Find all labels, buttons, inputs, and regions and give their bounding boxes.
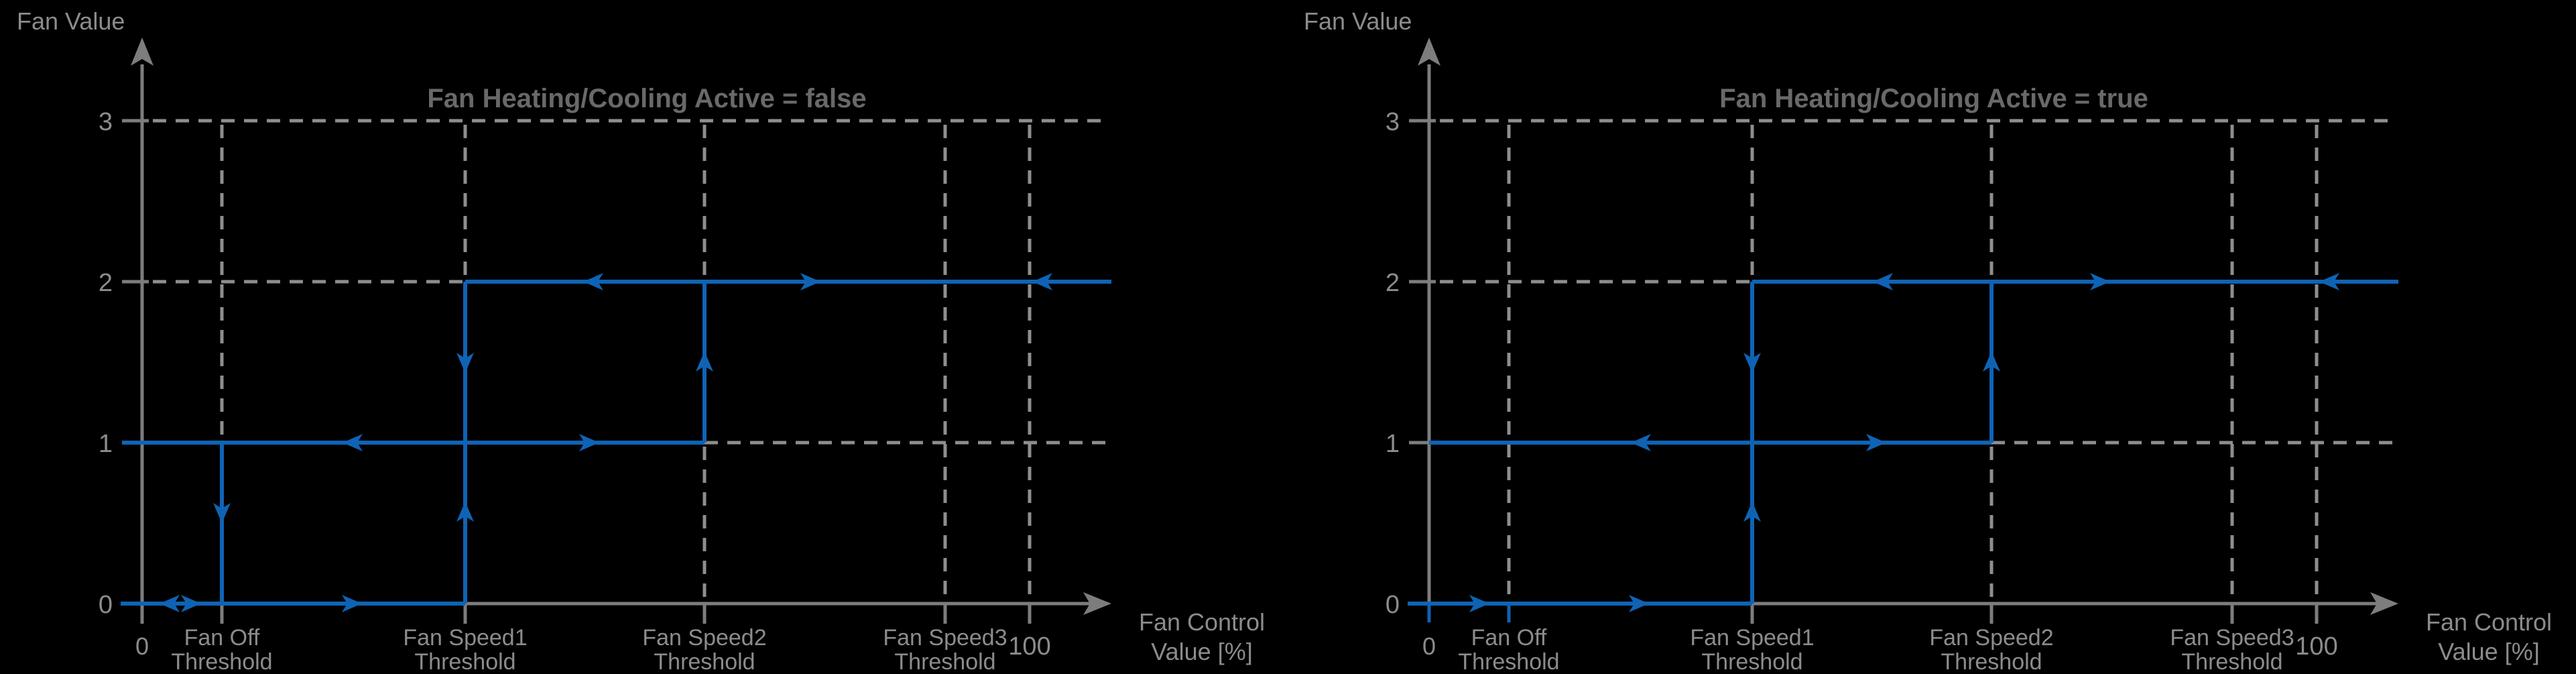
x-label-speed3-line2: Threshold xyxy=(894,649,995,674)
speed2-arrow-up xyxy=(1983,351,2000,372)
fan2-arrow-left-b xyxy=(2319,273,2339,290)
fan0-arrow-right-a xyxy=(1469,595,1489,612)
speed1-arrow-down xyxy=(1743,353,1761,373)
fan1-arrow-left xyxy=(1631,434,1651,451)
y-axis-title: Fan Value xyxy=(1304,7,1412,35)
x-label-speed2-line2: Threshold xyxy=(1941,649,2042,674)
y-axis-title: Fan Value xyxy=(17,7,125,35)
x-label-speed1-line1: Fan Speed1 xyxy=(1690,625,1814,651)
x-label-fan-off-line1: Fan Off xyxy=(184,625,260,651)
x-label-fan-off-line2: Threshold xyxy=(171,649,272,674)
x-axis-arrowhead xyxy=(2370,592,2398,615)
fan1-arrow-right xyxy=(579,434,599,451)
x-label-speed3-line1: Fan Speed3 xyxy=(2170,625,2294,651)
fan0-arrow-right-a xyxy=(181,595,201,612)
chart-title: Fan Heating/Cooling Active = true xyxy=(1719,84,2148,113)
x-tick-label-100: 100 xyxy=(1008,632,1050,661)
y-tick-label-2: 2 xyxy=(99,269,113,297)
x-label-speed1-line2: Threshold xyxy=(1701,649,1802,674)
fan-off-arrow-down xyxy=(213,503,231,523)
fan2-arrow-right xyxy=(2090,273,2110,290)
fan2-arrow-right xyxy=(800,273,820,290)
x-tick-label-0: 0 xyxy=(1422,632,1436,660)
speed1-arrow-up xyxy=(456,502,474,522)
x-label-speed2-line1: Fan Speed2 xyxy=(1929,625,2053,651)
speed1-arrow-up xyxy=(1743,502,1761,522)
x-tick-label-0: 0 xyxy=(135,632,149,660)
fan2-arrow-left-a xyxy=(1873,273,1893,290)
y-axis-arrowhead xyxy=(131,38,154,66)
x-label-fan-off-line1: Fan Off xyxy=(1471,625,1547,651)
x-tick-label-100: 100 xyxy=(2295,632,2337,661)
chart-title: Fan Heating/Cooling Active = false xyxy=(427,84,866,113)
x-label-speed2-line1: Fan Speed2 xyxy=(642,625,766,651)
x-axis-title-line1: Fan Control xyxy=(1139,608,1265,636)
y-axis-arrowhead xyxy=(1418,38,1440,66)
fan2-arrow-left-a xyxy=(583,273,603,290)
x-label-speed1-line1: Fan Speed1 xyxy=(403,625,527,651)
fan0-arrow-right-b xyxy=(342,595,362,612)
fan2-arrow-left-b xyxy=(1032,273,1052,290)
fan0-arrow-left xyxy=(160,595,180,612)
fan0-arrow-right-b xyxy=(1629,595,1649,612)
y-tick-label-3: 3 xyxy=(99,108,113,136)
x-label-speed1-line2: Threshold xyxy=(414,649,515,674)
x-label-speed2-line2: Threshold xyxy=(654,649,755,674)
x-axis-arrowhead xyxy=(1083,592,1111,615)
fan1-arrow-right xyxy=(1866,434,1886,451)
x-label-speed3-line1: Fan Speed3 xyxy=(883,625,1007,651)
y-tick-label-2: 2 xyxy=(1386,269,1400,297)
y-tick-label-0: 0 xyxy=(1386,591,1400,619)
x-axis-title-line1: Fan Control xyxy=(2426,608,2552,636)
y-tick-label-0: 0 xyxy=(99,591,113,619)
fan1-arrow-left xyxy=(343,434,363,451)
x-axis-title-line2: Value [%] xyxy=(1151,638,1252,665)
x-label-fan-off-line2: Threshold xyxy=(1458,649,1559,674)
x-axis-title-line2: Value [%] xyxy=(2438,638,2539,665)
x-label-speed3-line2: Threshold xyxy=(2181,649,2282,674)
y-tick-label-1: 1 xyxy=(99,430,113,458)
speed2-arrow-up xyxy=(696,351,713,372)
speed1-arrow-down xyxy=(456,353,474,373)
y-tick-label-1: 1 xyxy=(1386,430,1400,458)
y-tick-label-3: 3 xyxy=(1386,108,1400,136)
